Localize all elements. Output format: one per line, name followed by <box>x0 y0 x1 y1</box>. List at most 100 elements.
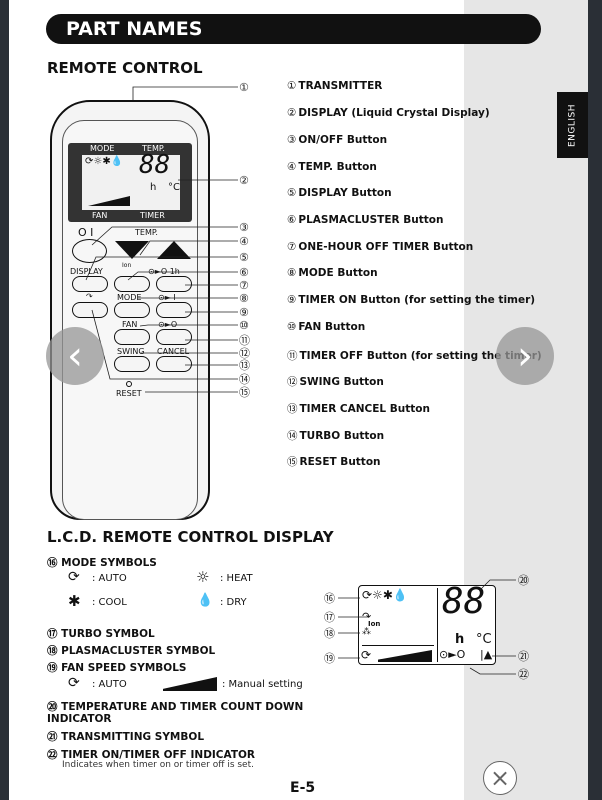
svg-text:⑥: ⑥ <box>239 266 249 279</box>
part-num: ⑮ <box>287 456 298 468</box>
part-label: TIMER OFF Button (for setting the timer) <box>299 350 542 362</box>
timer-on-button[interactable] <box>156 302 192 318</box>
part-label: TURBO Button <box>299 430 385 442</box>
fan-button[interactable] <box>114 329 150 345</box>
lcd-hour: h <box>150 182 157 193</box>
fan-auto-icon: ⟳ <box>68 675 80 691</box>
diagram-divider <box>362 645 434 646</box>
item-title: TEMPERATURE AND TIMER COUNT DOWN INDICAT… <box>47 701 304 725</box>
one-hour-label: ⊙►O 1h <box>148 267 180 276</box>
part-num: ⑤ <box>287 187 297 199</box>
lcd-temp-label: TEMP. <box>142 144 165 153</box>
svg-text:⑬: ⑬ <box>239 359 250 372</box>
svg-text:⑨: ⑨ <box>239 306 249 319</box>
part-label: TIMER ON Button (for setting the timer) <box>298 294 536 306</box>
part-num: ① <box>287 80 297 92</box>
mode-icons: ⟳☼✱💧 <box>85 156 124 167</box>
timer-off-button[interactable] <box>156 329 192 345</box>
svg-text:⑰: ⑰ <box>324 611 335 624</box>
svg-text:⑫: ⑫ <box>239 347 250 360</box>
svg-text:⑤: ⑤ <box>239 251 249 264</box>
temp-label: TEMP. <box>135 228 158 237</box>
lcd-digits: 88 <box>139 150 171 180</box>
cancel-button[interactable] <box>156 356 192 372</box>
remote-control-heading: REMOTE CONTROL <box>47 59 203 77</box>
part-num: ⑨ <box>287 294 297 306</box>
heat-icon: ☼ <box>196 568 210 586</box>
viewer-frame-right <box>588 0 602 800</box>
fan-auto-label: : AUTO <box>92 679 127 690</box>
svg-text:⑱: ⑱ <box>324 627 335 640</box>
dry-label: : DRY <box>220 597 247 608</box>
item-num: ㉒ <box>47 749 58 761</box>
svg-text:⑯: ⑯ <box>324 592 335 605</box>
mode-symbols-title: ⑯ MODE SYMBOLS <box>47 555 157 570</box>
heat-label: : HEAT <box>220 573 253 584</box>
mode-button[interactable] <box>114 302 150 318</box>
viewer-frame-left <box>0 0 9 800</box>
lcd-fan-label: FAN <box>92 211 108 220</box>
temp-up-button[interactable] <box>157 241 191 259</box>
part-num: ⑥ <box>287 214 297 226</box>
one-hour-off-button[interactable] <box>156 276 192 292</box>
part-num: ③ <box>287 134 297 146</box>
timer-off-label: ⊙►O <box>158 320 178 329</box>
next-page-button[interactable]: › <box>496 327 554 385</box>
svg-text:⑧: ⑧ <box>239 292 249 305</box>
diagram-celsius: °C <box>476 632 492 647</box>
close-button[interactable]: × <box>483 761 517 795</box>
timer-indicator-title: ㉒ TIMER ON/TIMER OFF INDICATOR <box>47 747 255 762</box>
part-num: ④ <box>287 161 297 173</box>
reset-button[interactable] <box>126 381 132 387</box>
onoff-button[interactable] <box>72 239 107 263</box>
lcd-timer-label: TIMER <box>140 211 165 220</box>
cancel-label: CANCEL <box>157 347 190 356</box>
svg-text:②: ② <box>239 174 249 187</box>
dry-icon: 💧 <box>197 593 214 608</box>
auto-label: : AUTO <box>92 573 127 584</box>
prev-page-button[interactable]: ‹ <box>46 327 104 385</box>
part-label: TEMP. Button <box>298 161 377 173</box>
part-label: FAN Button <box>298 321 366 333</box>
diagram-mode-icons: ⟳☼✱💧 <box>362 588 408 602</box>
turbo-button[interactable] <box>72 302 108 318</box>
item-title: PLASMACLUSTER SYMBOL <box>61 645 216 657</box>
diagram-digits: 88 <box>442 581 486 622</box>
page-title: PART NAMES <box>46 14 541 44</box>
part-num: ⑦ <box>287 241 297 253</box>
item-title: TIMER ON/TIMER OFF INDICATOR <box>61 749 256 761</box>
reset-label: RESET <box>116 389 142 398</box>
svg-text:⑩: ⑩ <box>239 319 249 332</box>
display-button[interactable] <box>72 276 108 292</box>
diagram-hour: h <box>455 632 465 647</box>
item-title: MODE SYMBOLS <box>61 557 157 569</box>
part-label: MODE Button <box>298 267 378 279</box>
diagram-ion: Ion <box>368 620 381 628</box>
part-num: ⑧ <box>287 267 297 279</box>
swing-button[interactable] <box>114 356 150 372</box>
part-label: ONE-HOUR OFF TIMER Button <box>298 241 474 253</box>
part-label: PLASMACLUSTER Button <box>298 214 444 226</box>
part-num: ② <box>287 107 297 119</box>
temp-timer-title: ⑳ TEMPERATURE AND TIMER COUNT DOWN INDIC… <box>47 701 307 725</box>
lcd-heading: L.C.D. REMOTE CONTROL DISPLAY <box>47 528 334 546</box>
svg-text:⑳: ⑳ <box>518 574 529 587</box>
item-num: ⑲ <box>47 662 58 674</box>
part-label: SWING Button <box>299 376 384 388</box>
diagram-fan-auto-icon: ⟳ <box>361 648 372 662</box>
svg-text:③: ③ <box>239 221 249 234</box>
part-label: DISPLAY Button <box>298 187 392 199</box>
fan-label: FAN <box>122 320 138 329</box>
